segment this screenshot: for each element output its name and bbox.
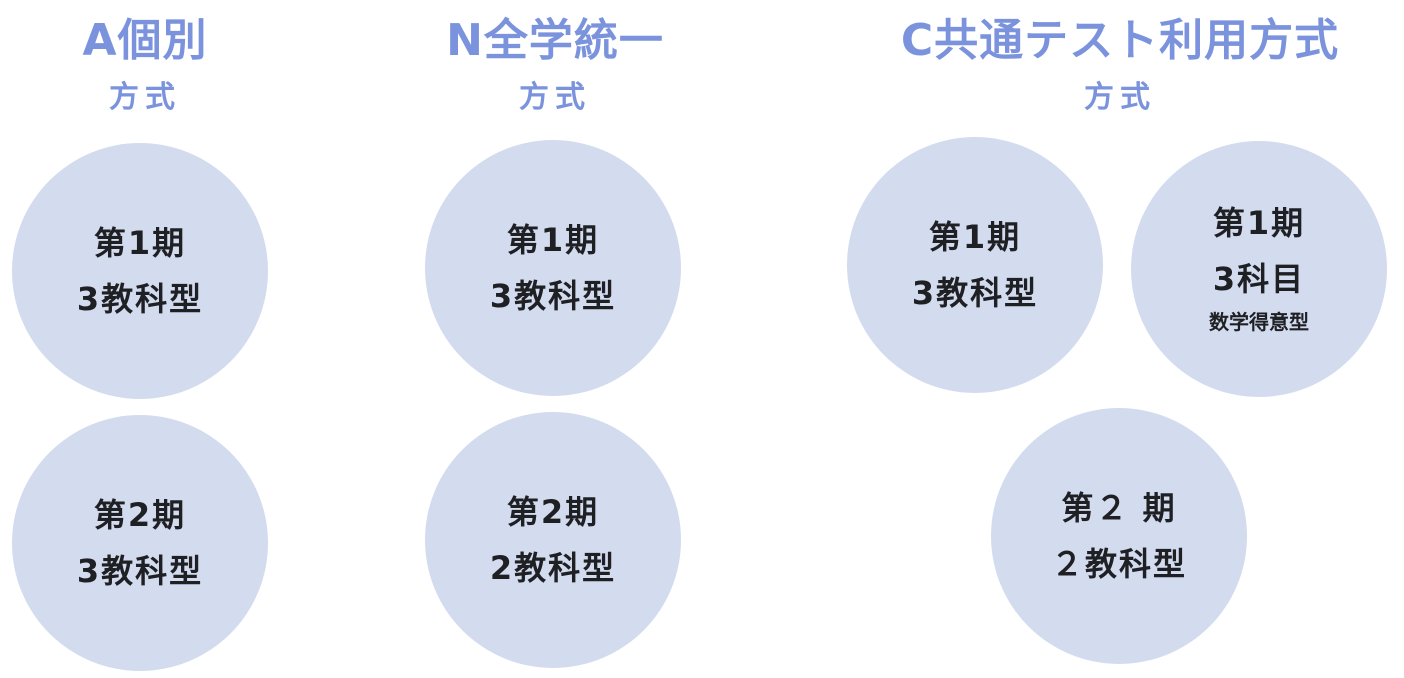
heading-n: N全学統一 方式 [420,16,690,118]
circle-period-label: 第1期 [1212,204,1306,242]
circle-period-label: 第1期 [928,218,1022,256]
circle-period-label: 第2期 [506,493,600,531]
circle-type-label: 3教科型 [489,277,617,315]
circle-c-period2: 第２ 期 ２教科型 [991,408,1247,664]
circle-type-label: 3教科型 [911,274,1039,312]
circle-note-label: 数学得意型 [1209,310,1309,334]
circle-n-period2: 第2期 2教科型 [425,412,681,668]
heading-c-title: C共通テスト利用方式 [900,15,1340,66]
circle-c-period1-3subjects: 第1期 3教科型 [847,137,1103,393]
heading-c: C共通テスト利用方式 方式 [880,16,1360,118]
heading-c-subtitle: 方式 [1084,80,1156,115]
heading-n-title: N全学統一 [446,15,664,66]
heading-a-subtitle: 方式 [109,80,181,115]
circle-period-label: 第2期 [93,496,187,534]
circle-type-label: 3科目 [1212,260,1306,298]
heading-a: A個別 方式 [30,16,260,118]
circle-period-label: 第２ 期 [1061,489,1177,527]
heading-n-subtitle: 方式 [519,80,591,115]
circle-n-period1: 第1期 3教科型 [425,140,681,396]
circle-a-period1: 第1期 3教科型 [12,143,268,399]
circle-a-period2: 第2期 3教科型 [12,415,268,671]
circle-type-label: 2教科型 [489,549,617,587]
heading-a-title: A個別 [82,15,208,66]
circle-type-label: 3教科型 [76,280,204,318]
circle-type-label: 3教科型 [76,552,204,590]
circle-period-label: 第1期 [506,221,600,259]
circle-type-label: ２教科型 [1050,545,1187,583]
circle-c-period1-math: 第1期 3科目 数学得意型 [1131,141,1387,397]
circle-period-label: 第1期 [93,224,187,262]
